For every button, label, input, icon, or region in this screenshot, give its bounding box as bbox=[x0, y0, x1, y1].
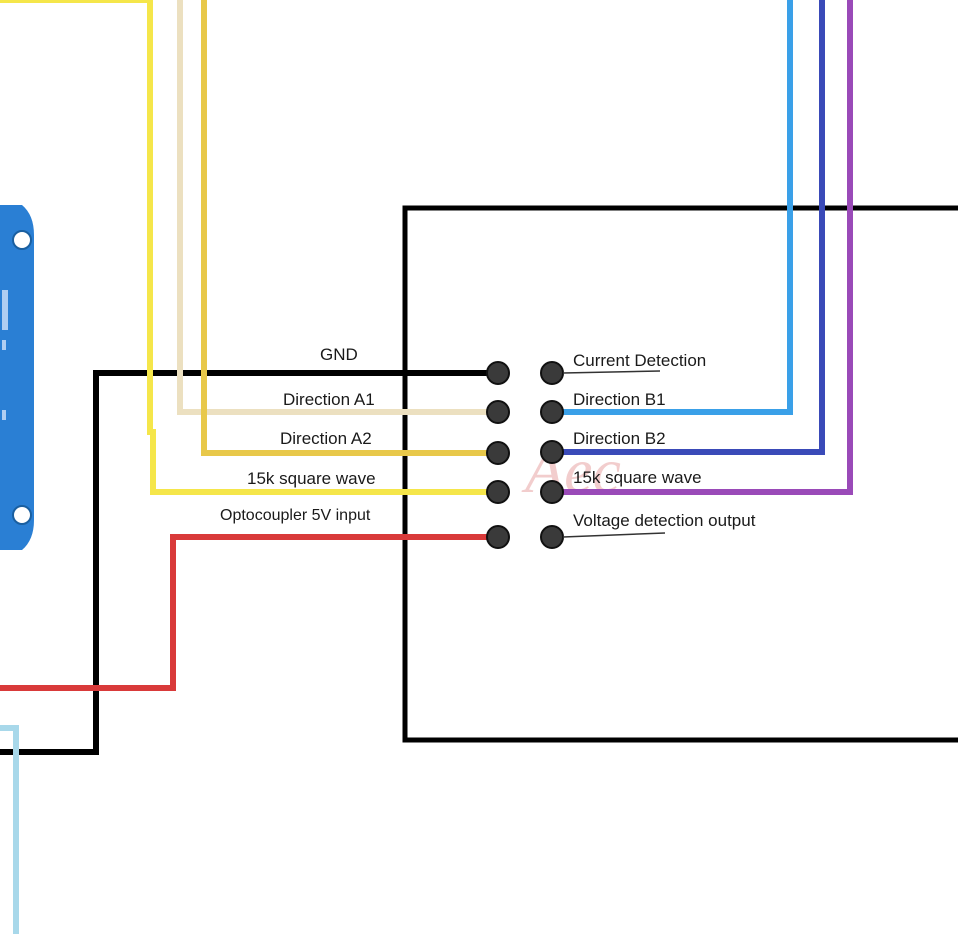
pin-15k-square-wave-right bbox=[540, 480, 564, 504]
pin-direction-a1 bbox=[486, 400, 510, 424]
label-voltage-detection: Voltage detection output bbox=[573, 511, 756, 530]
label-15k-square-wave-left: 15k square wave bbox=[247, 469, 376, 488]
right-pin-column bbox=[540, 361, 564, 549]
mount-hole-icon bbox=[12, 505, 32, 525]
label-direction-a2: Direction A2 bbox=[280, 429, 372, 448]
wire-direction-b1 bbox=[552, 0, 793, 415]
wire-light-blue bbox=[0, 725, 19, 934]
label-direction-b1: Direction B1 bbox=[573, 390, 666, 409]
pin-direction-b2 bbox=[540, 440, 564, 464]
wire-direction-a1 bbox=[177, 0, 498, 415]
pin-voltage-detection bbox=[540, 525, 564, 549]
leader-line bbox=[562, 532, 666, 538]
label-gnd: GND bbox=[320, 345, 358, 364]
pin-optocoupler-5v bbox=[486, 525, 510, 549]
label-direction-b2: Direction B2 bbox=[573, 429, 666, 448]
wire-direction-b2 bbox=[552, 0, 825, 455]
pin-15k-square-wave-left bbox=[486, 480, 510, 504]
pin-current-detection bbox=[540, 361, 564, 385]
wire-optocoupler-5v bbox=[0, 534, 498, 691]
wire-15k-square-wave-left bbox=[0, 0, 498, 495]
pin-gnd bbox=[486, 361, 510, 385]
wire-gnd bbox=[0, 370, 498, 755]
wire-15k-square-wave-right bbox=[552, 0, 853, 495]
label-direction-a1: Direction A1 bbox=[283, 390, 375, 409]
label-15k-square-wave-right: 15k square wave bbox=[573, 468, 702, 487]
pin-direction-a2 bbox=[486, 441, 510, 465]
label-current-detection: Current Detection bbox=[573, 351, 706, 370]
left-pin-column bbox=[486, 361, 510, 549]
leader-line bbox=[562, 370, 661, 374]
mount-hole-icon bbox=[12, 230, 32, 250]
driver-board-outline bbox=[402, 205, 958, 743]
pin-direction-b1 bbox=[540, 400, 564, 424]
wire-direction-a2 bbox=[201, 0, 498, 456]
driver-module bbox=[0, 205, 34, 550]
label-optocoupler-5v: Optocoupler 5V input bbox=[220, 507, 371, 524]
